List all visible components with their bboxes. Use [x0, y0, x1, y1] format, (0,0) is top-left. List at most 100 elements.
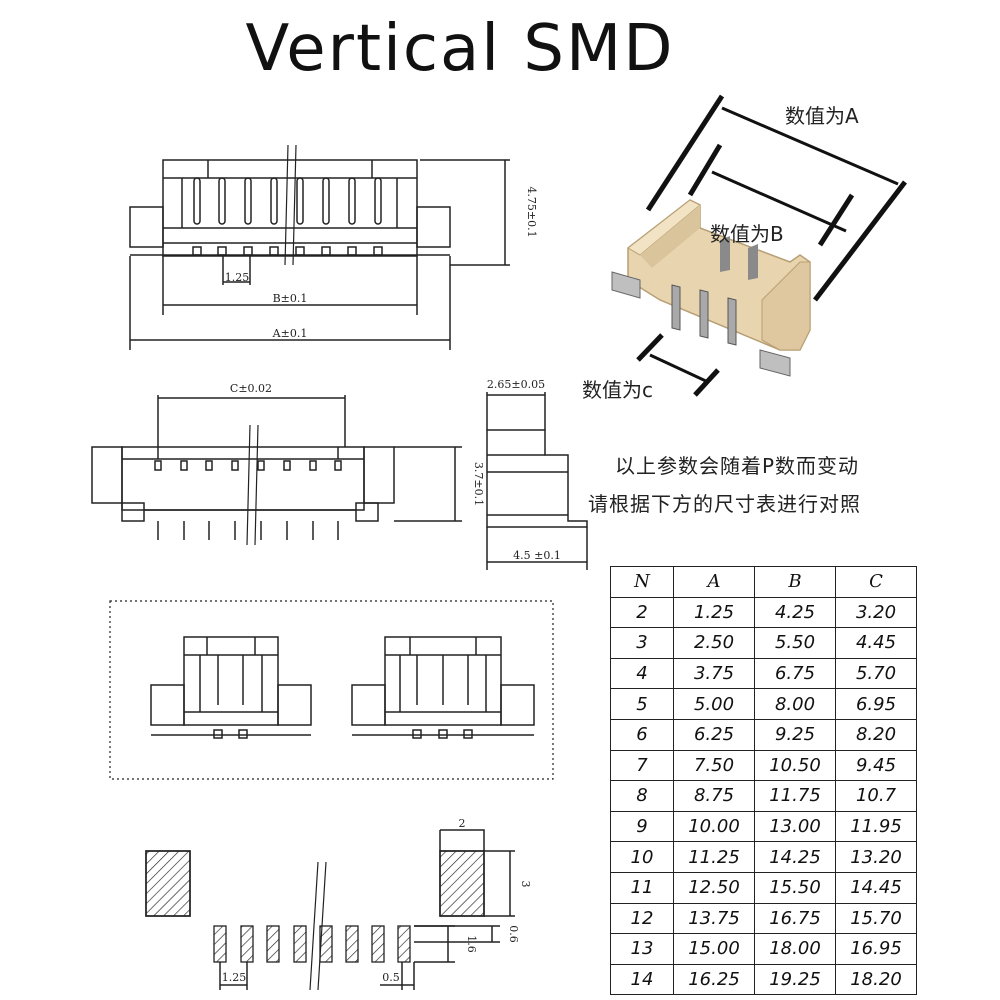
cell-n: 11 — [610, 871, 674, 904]
cell-c: 18.20 — [835, 963, 917, 996]
footprint-pin-pad — [293, 925, 307, 963]
cell-a: 6.25 — [673, 718, 755, 751]
top-view-pin — [270, 177, 278, 225]
cell-n: 5 — [610, 688, 674, 720]
footprint-pin-pad — [397, 925, 411, 963]
photo-label-a: 数值为A — [785, 104, 859, 128]
cell-n: 7 — [610, 749, 674, 782]
cell-c: 4.45 — [835, 627, 917, 659]
cell-c: 6.95 — [835, 688, 917, 720]
cell-a: 15.00 — [673, 933, 755, 965]
cell-b: 13.00 — [754, 810, 836, 843]
front-view-pin-hole — [334, 460, 342, 471]
cell-a: 7.50 — [673, 749, 755, 782]
dim-side-top: 2.65±0.05 — [487, 378, 545, 391]
dim-pin-width: 0.5 — [382, 971, 400, 984]
top-view-pin — [348, 177, 356, 225]
cell-c: 11.95 — [835, 810, 917, 843]
cell-c: 16.95 — [835, 933, 917, 965]
cell-b: 19.25 — [754, 963, 836, 996]
cell-n: 8 — [610, 780, 674, 812]
connector-photo-body — [611, 199, 811, 377]
cell-b: 10.50 — [754, 749, 836, 782]
cell-n: 6 — [610, 718, 674, 751]
cell-b: 5.50 — [754, 627, 836, 659]
dim-a: A±0.1 — [272, 327, 308, 340]
top-view-pin-foot — [373, 246, 383, 256]
footprint-pin-pad — [240, 925, 254, 963]
cell-n: 4 — [610, 657, 674, 690]
page-title: Vertical SMD — [245, 12, 675, 86]
top-view-pin — [244, 177, 252, 225]
footprint-pin-pad — [345, 925, 359, 963]
front-view-drawing — [91, 395, 462, 546]
cell-a: 2.50 — [673, 627, 755, 659]
dim-pitch-bottom: 1.25 — [222, 971, 247, 984]
dim-pad-width: 2 — [459, 817, 466, 830]
footprint-pin-pad — [266, 925, 280, 963]
cell-c: 9.45 — [835, 749, 917, 782]
cell-a: 1.25 — [673, 596, 755, 629]
header-c: C — [835, 566, 917, 598]
top-view-pin-foot — [347, 246, 357, 256]
top-view-pin-foot — [295, 246, 305, 256]
cell-b: 6.75 — [754, 657, 836, 690]
cell-b: 11.75 — [754, 780, 836, 812]
front-view-pin-hole — [231, 460, 239, 471]
cell-n: 9 — [610, 810, 674, 843]
cell-b: 8.00 — [754, 688, 836, 720]
dim-height-top: 4.75±0.1 — [525, 186, 538, 237]
table-header-row: N A B C — [610, 566, 917, 598]
footprint-pin-pad — [371, 925, 385, 963]
dim-pin-offset: 0.6 — [507, 925, 520, 943]
top-view-pin — [322, 177, 330, 225]
dim-side-bottom: 4.5 ±0.1 — [513, 549, 561, 562]
detail-pin-foot — [412, 729, 422, 739]
cell-b: 4.25 — [754, 596, 836, 629]
top-view-pin — [218, 177, 226, 225]
front-view-pin-hole — [180, 460, 188, 471]
cell-c: 5.70 — [835, 657, 917, 690]
detail-pin-foot — [463, 729, 473, 739]
cell-c: 3.20 — [835, 596, 917, 629]
front-view-pin-hole — [257, 460, 265, 471]
front-view-pin-hole — [309, 460, 317, 471]
side-view-drawing — [486, 392, 588, 570]
dim-height-front: 3.7±0.1 — [472, 462, 485, 506]
cell-b: 16.75 — [754, 902, 836, 935]
cell-c: 13.20 — [835, 841, 917, 873]
detail-pin-foot — [438, 729, 448, 739]
front-view-pin-hole — [205, 460, 213, 471]
cell-a: 3.75 — [673, 657, 755, 690]
footprint-pad-left — [145, 850, 191, 917]
cell-a: 16.25 — [673, 963, 755, 996]
cell-b: 15.50 — [754, 871, 836, 904]
footprint-pin-pad — [319, 925, 333, 963]
cell-a: 11.25 — [673, 841, 755, 873]
top-view-pin-foot — [192, 246, 202, 256]
top-view-pin-foot — [243, 246, 253, 256]
product-photo — [636, 94, 907, 397]
header-a: A — [673, 566, 755, 598]
cell-n: 10 — [610, 841, 674, 873]
cell-n: 13 — [610, 933, 674, 965]
top-view-pin — [193, 177, 201, 225]
cell-c: 8.20 — [835, 718, 917, 751]
note-line-2: 请根据下方的尺寸表进行对照 — [588, 492, 861, 516]
cell-b: 14.25 — [754, 841, 836, 873]
detail-pin-foot — [238, 729, 248, 739]
cell-a: 8.75 — [673, 780, 755, 812]
photo-label-b: 数值为B — [710, 222, 784, 246]
